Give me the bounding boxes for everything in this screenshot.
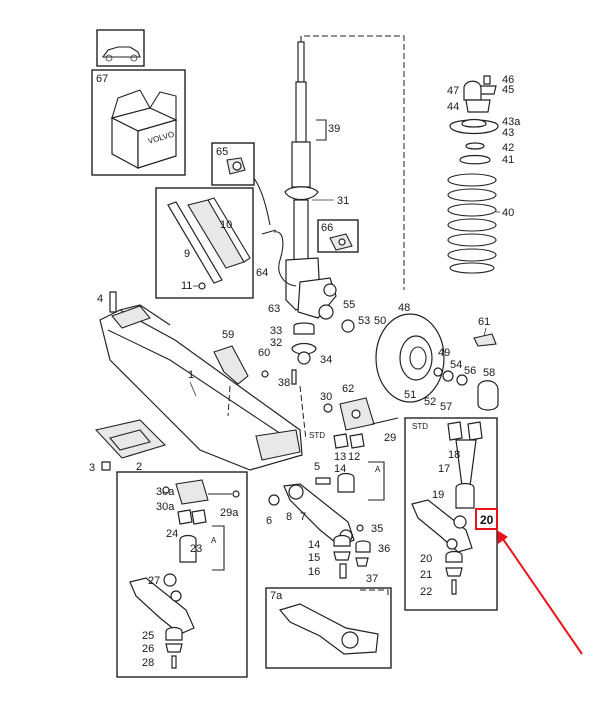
label-3: 3 (89, 462, 95, 474)
label-65: 65 (216, 146, 228, 158)
crossmember: 1 4 (97, 291, 303, 471)
label-66: 66 (321, 222, 333, 234)
label-a-left: A (211, 536, 217, 545)
label-7a: 7a (270, 590, 283, 602)
label-12: 12 (348, 451, 360, 463)
dashed-frame (304, 35, 405, 290)
label-29: 29 (384, 432, 396, 444)
label-49: 49 (438, 347, 450, 359)
label-52: 52 (424, 396, 436, 408)
label-31: 31 (337, 195, 349, 207)
plate-2: 2 3 (89, 419, 167, 474)
label-16: 16 (308, 566, 320, 578)
left-arm-panel: 30a 29a 30a 24 A 23 27 25 26 28 (116, 471, 248, 678)
label-50: 50 (374, 315, 386, 327)
label-28: 28 (142, 657, 154, 669)
strut-assembly: 39 31 64 63 (256, 36, 349, 319)
label-23: 23 (190, 543, 202, 555)
label-30: 30 (320, 391, 332, 403)
ball-joint-upper: 33 32 34 38 (270, 322, 332, 441)
label-64: 64 (256, 267, 268, 279)
part-61: 61 (473, 316, 497, 347)
label-7: 7 (300, 511, 306, 523)
label-63: 63 (268, 303, 280, 315)
label-std-center: STD (309, 431, 325, 440)
label-26: 26 (142, 643, 154, 655)
label-67: 67 (96, 73, 108, 85)
label-4: 4 (97, 293, 103, 305)
label-55: 55 (343, 299, 355, 311)
label-46: 46 (502, 74, 514, 86)
label-2: 2 (136, 461, 142, 473)
brake-disc: 48 49 51 52 54 56 57 58 (375, 302, 499, 413)
label-61: 61 (478, 316, 490, 328)
label-5: 5 (314, 461, 320, 473)
label-47: 47 (447, 85, 459, 97)
label-14b: 14 (308, 539, 320, 551)
label-22: 22 (420, 586, 432, 598)
label-14: 14 (334, 463, 346, 475)
part-65-panel: 65 (211, 142, 271, 226)
label-53: 53 (358, 315, 370, 327)
highlight-label-20: 20 (480, 513, 494, 527)
label-58: 58 (483, 367, 495, 379)
label-25: 25 (142, 630, 154, 642)
label-24: 24 (166, 528, 178, 540)
label-6: 6 (266, 515, 272, 527)
label-15: 15 (308, 552, 320, 564)
bracket-panel: 10 9 11 (155, 187, 254, 299)
part-66-panel: 66 (317, 219, 359, 253)
hub-seals: 55 53 50 (318, 299, 386, 333)
label-34: 34 (320, 354, 332, 366)
label-36: 36 (378, 543, 390, 555)
label-17: 17 (438, 463, 450, 475)
label-13: 13 (334, 451, 346, 463)
label-1: 1 (188, 369, 194, 381)
label-21: 21 (420, 569, 432, 581)
label-39: 39 (328, 123, 340, 135)
label-59: 59 (222, 329, 234, 341)
label-20b: 20 (420, 553, 432, 565)
label-44: 44 (447, 101, 459, 113)
kit-box-panel: 67 VOLVO (91, 69, 186, 176)
label-45: 45 (502, 84, 514, 96)
bracket-62: 62 30 29 (320, 383, 399, 444)
label-19: 19 (432, 489, 444, 501)
label-40: 40 (502, 207, 514, 219)
pointer-arrow (497, 530, 583, 655)
label-42: 42 (502, 142, 514, 154)
label-37: 37 (366, 573, 378, 585)
label-27: 27 (148, 575, 160, 587)
label-41: 41 (502, 154, 514, 166)
label-38: 38 (278, 377, 290, 389)
label-a-center: A (375, 465, 381, 474)
spring-assembly: 46 45 47 44 43a 43 42 41 40 (447, 74, 521, 274)
label-32: 32 (270, 337, 282, 349)
label-11: 11 (181, 280, 192, 292)
label-18: 18 (448, 449, 460, 461)
label-60: 60 (258, 347, 270, 359)
car-icon (96, 29, 145, 67)
label-48: 48 (398, 302, 410, 314)
label-35: 35 (371, 523, 383, 535)
label-43a: 43a (502, 116, 521, 128)
label-10: 10 (220, 219, 232, 231)
label-33: 33 (270, 325, 282, 337)
control-arm-center: STD 13 12 14 A 5 6 8 7 35 14 15 16 36 37 (266, 431, 390, 596)
label-9: 9 (184, 248, 190, 260)
label-30a: 30a (156, 501, 175, 513)
label-57: 57 (440, 401, 452, 413)
label-8: 8 (286, 511, 292, 523)
bracket-59: 59 60 (213, 329, 270, 417)
label-29a: 29a (220, 507, 239, 519)
label-56: 56 (464, 365, 476, 377)
label-62: 62 (342, 383, 354, 395)
arm-7a-panel: 7a (265, 587, 392, 669)
label-43: 43 (502, 127, 514, 139)
highlight-callout[interactable]: 20 (475, 508, 498, 530)
label-51: 51 (404, 389, 416, 401)
label-std-right: STD (412, 422, 428, 431)
label-54: 54 (450, 359, 462, 371)
